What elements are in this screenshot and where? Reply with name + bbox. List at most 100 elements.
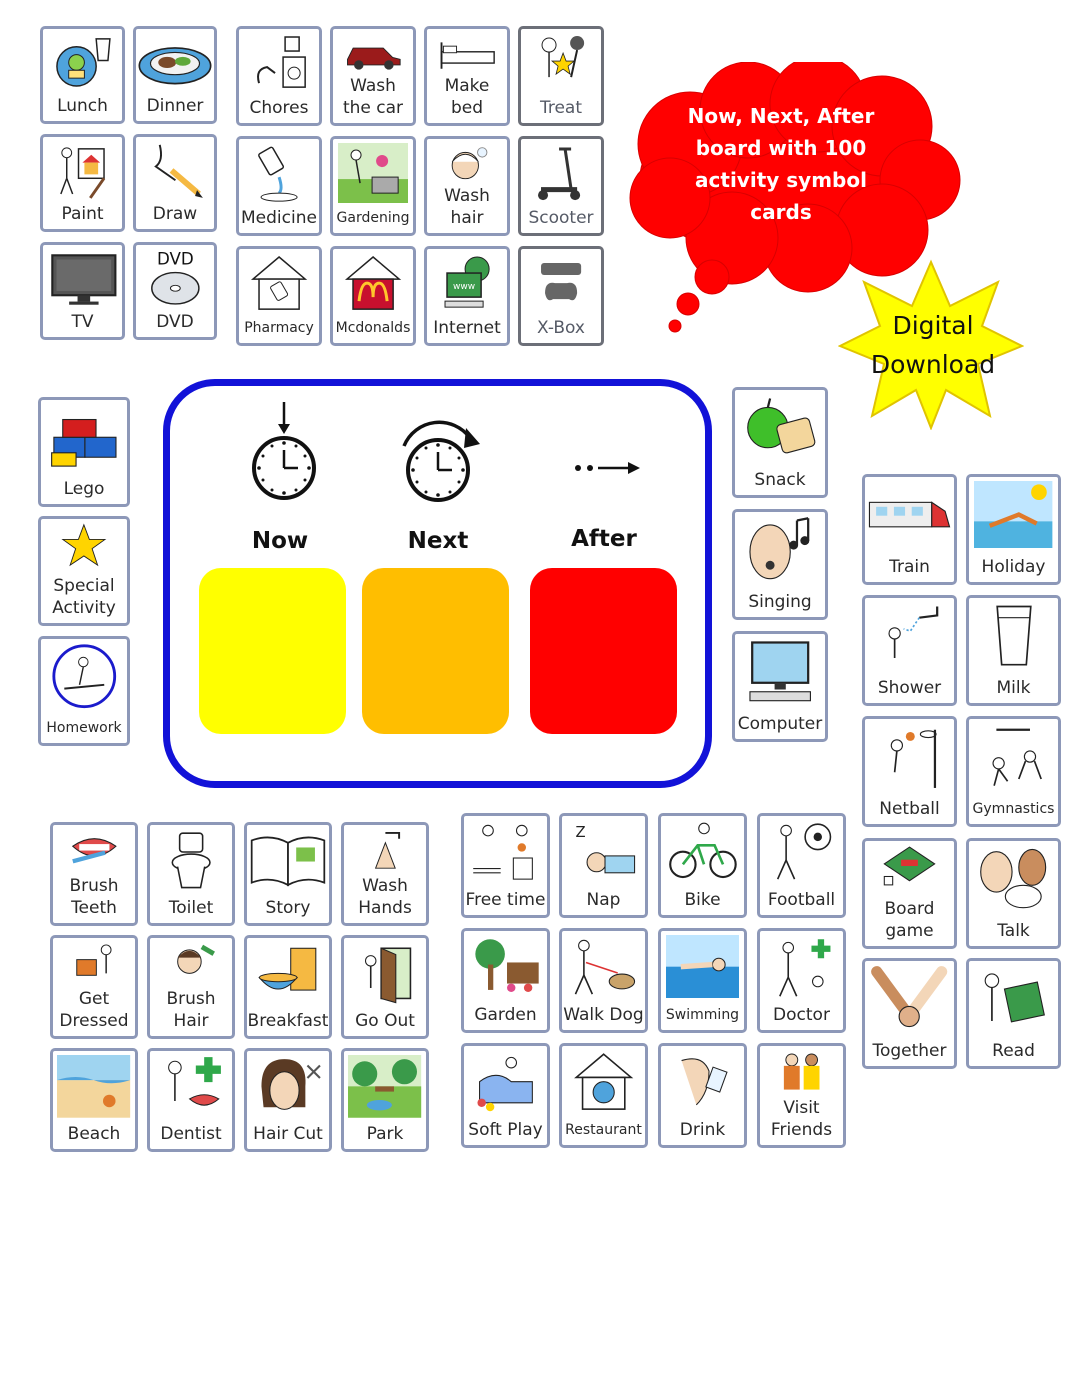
card-swimming[interactable]: Swimming bbox=[658, 928, 747, 1033]
brush-teeth-icon bbox=[53, 829, 135, 872]
card-tv[interactable]: TV bbox=[40, 242, 125, 340]
card-wash-car[interactable]: Wash the car bbox=[330, 26, 416, 126]
card-label: Swimming bbox=[665, 1007, 740, 1023]
card-gymnastics[interactable]: Gymnastics bbox=[966, 716, 1061, 827]
xbox-icon bbox=[521, 253, 601, 313]
card-make-bed[interactable]: Make bed bbox=[424, 26, 510, 126]
next-slot[interactable] bbox=[362, 568, 509, 734]
go-out-icon bbox=[344, 942, 426, 1005]
card-computer[interactable]: Computer bbox=[732, 631, 828, 742]
card-lunch[interactable]: Lunch bbox=[40, 26, 125, 124]
card-walk-dog[interactable]: Walk Dog bbox=[559, 928, 648, 1033]
card-internet[interactable]: www Internet bbox=[424, 246, 510, 346]
card-singing[interactable]: Singing bbox=[732, 509, 828, 620]
card-label: TV bbox=[71, 312, 94, 332]
board-game-icon bbox=[865, 845, 954, 891]
card-label: Netball bbox=[879, 799, 940, 819]
card-treat[interactable]: Treat bbox=[518, 26, 604, 126]
card-xbox[interactable]: X-Box bbox=[518, 246, 604, 346]
card-get-dressed[interactable]: Get Dressed bbox=[50, 935, 138, 1039]
card-chores[interactable]: Chores bbox=[236, 26, 322, 126]
card-wash-hands[interactable]: Wash Hands bbox=[341, 822, 429, 926]
card-beach[interactable]: Beach bbox=[50, 1048, 138, 1152]
card-label: Brush Teeth bbox=[69, 876, 119, 918]
card-label: Gardening bbox=[336, 210, 410, 226]
card-garden[interactable]: Garden bbox=[461, 928, 550, 1033]
card-together[interactable]: Together bbox=[862, 958, 957, 1069]
card-shower[interactable]: Shower bbox=[862, 595, 957, 706]
card-label: Together bbox=[872, 1041, 947, 1061]
card-go-out[interactable]: Go Out bbox=[341, 935, 429, 1039]
card-label: Snack bbox=[754, 470, 806, 490]
card-gardening[interactable]: Gardening bbox=[330, 136, 416, 236]
singing-icon bbox=[735, 516, 825, 583]
card-lego[interactable]: Lego bbox=[38, 397, 130, 507]
card-dinner[interactable]: Dinner bbox=[133, 26, 217, 124]
card-snack[interactable]: Snack bbox=[732, 387, 828, 498]
card-breakfast[interactable]: Breakfast bbox=[244, 935, 332, 1039]
card-wash-hair[interactable]: Wash hair bbox=[424, 136, 510, 236]
cloud-line-2: board with 100 bbox=[695, 136, 867, 160]
card-label: Gymnastics bbox=[972, 801, 1055, 817]
beach-icon bbox=[53, 1055, 135, 1118]
card-milk[interactable]: Milk bbox=[966, 595, 1061, 706]
card-label: Restaurant bbox=[565, 1122, 642, 1138]
card-board-game[interactable]: Board game bbox=[862, 838, 957, 949]
thought-cloud bbox=[629, 62, 961, 333]
card-label: Dinner bbox=[146, 96, 204, 116]
card-talk[interactable]: Talk bbox=[966, 838, 1061, 949]
card-soft-play[interactable]: Soft Play bbox=[461, 1043, 550, 1148]
card-toilet[interactable]: Toilet bbox=[147, 822, 235, 926]
card-netball[interactable]: Netball bbox=[862, 716, 957, 827]
card-homework[interactable]: Homework bbox=[38, 636, 130, 746]
card-free-time[interactable]: Free time bbox=[461, 813, 550, 918]
card-brush-teeth[interactable]: Brush Teeth bbox=[50, 822, 138, 926]
card-park[interactable]: Park bbox=[341, 1048, 429, 1152]
card-medicine[interactable]: Medicine bbox=[236, 136, 322, 236]
card-label: Talk bbox=[997, 921, 1030, 941]
card-train[interactable]: Train bbox=[862, 474, 957, 585]
cloud-line-3: activity symbol bbox=[695, 168, 867, 192]
card-label: Chores bbox=[249, 98, 309, 118]
lunch-icon bbox=[43, 33, 122, 92]
card-visit-friends[interactable]: Visit Friends bbox=[757, 1043, 846, 1148]
card-brush-hair[interactable]: Brush Hair bbox=[147, 935, 235, 1039]
card-pharmacy[interactable]: Pharmacy bbox=[236, 246, 322, 346]
card-label: X-Box bbox=[537, 318, 585, 338]
card-story[interactable]: Story bbox=[244, 822, 332, 926]
wash-hair-icon bbox=[427, 143, 507, 184]
card-label: Homework bbox=[46, 720, 122, 736]
pencil-icon bbox=[136, 141, 214, 200]
book-icon bbox=[247, 829, 329, 892]
card-dvd[interactable]: DVD DVD bbox=[133, 242, 217, 340]
card-hair-cut[interactable]: Hair Cut bbox=[244, 1048, 332, 1152]
card-label: Wash the car bbox=[342, 76, 404, 118]
next-heading: Next bbox=[407, 528, 469, 554]
card-dentist[interactable]: Dentist bbox=[147, 1048, 235, 1152]
card-label: Shower bbox=[877, 678, 942, 698]
card-doctor[interactable]: Doctor bbox=[757, 928, 846, 1033]
card-label: Computer bbox=[737, 714, 823, 734]
card-scooter[interactable]: Scooter bbox=[518, 136, 604, 236]
card-label: Paint bbox=[61, 204, 104, 224]
card-special-activity[interactable]: Special Activity bbox=[38, 516, 130, 626]
now-slot[interactable] bbox=[199, 568, 346, 734]
card-restaurant[interactable]: Restaurant bbox=[559, 1043, 648, 1148]
card-drink[interactable]: Drink bbox=[658, 1043, 747, 1148]
card-label: Story bbox=[265, 898, 311, 918]
card-bike[interactable]: Bike bbox=[658, 813, 747, 918]
internet-picture-text: www bbox=[453, 282, 475, 292]
card-draw[interactable]: Draw bbox=[133, 134, 217, 232]
card-holiday[interactable]: Holiday bbox=[966, 474, 1061, 585]
after-slot[interactable] bbox=[530, 568, 677, 734]
card-paint[interactable]: Paint bbox=[40, 134, 125, 232]
card-read[interactable]: Read bbox=[966, 958, 1061, 1069]
card-mcdonalds[interactable]: Mcdonalds bbox=[330, 246, 416, 346]
now-next-after-board: Now Next After bbox=[163, 379, 712, 788]
snack-icon bbox=[735, 394, 825, 461]
card-football[interactable]: Football bbox=[757, 813, 846, 918]
swimming-icon bbox=[661, 935, 744, 999]
toilet-icon bbox=[150, 829, 232, 892]
card-nap[interactable]: Z Nap bbox=[559, 813, 648, 918]
card-label: Internet bbox=[433, 318, 501, 338]
